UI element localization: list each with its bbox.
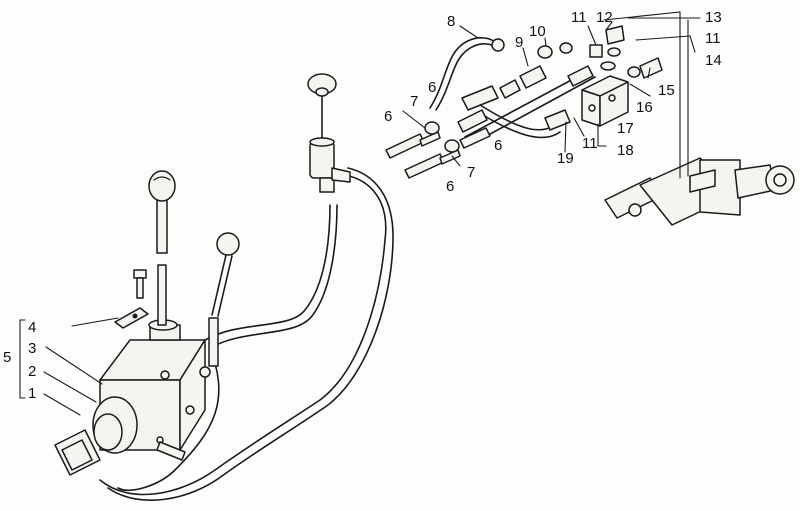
banjo-fittings-6 xyxy=(385,109,491,179)
callout-18: 18 xyxy=(617,142,634,159)
pipe-long xyxy=(464,69,596,146)
main-control-lever xyxy=(148,170,176,326)
callout-16: 16 xyxy=(636,99,653,116)
callout-8: 8 xyxy=(447,13,455,30)
drain-fitting xyxy=(156,441,186,461)
callout-6-lower: 6 xyxy=(446,178,454,195)
callout-4: 4 xyxy=(28,319,36,336)
cable-control-knob xyxy=(307,73,351,193)
callout-5: 5 xyxy=(3,349,11,366)
callout-6-upper: 6 xyxy=(428,79,436,96)
callout-6-left: 6 xyxy=(384,108,392,125)
return-hose xyxy=(99,167,394,501)
callout-6-mid: 6 xyxy=(494,137,502,154)
hydraulic-cylinder xyxy=(604,19,795,226)
callout-3: 3 xyxy=(28,340,36,357)
hose-fittings xyxy=(461,42,594,131)
callout-9: 9 xyxy=(515,34,523,51)
callout-labels: 4 5 3 2 1 8 9 10 11 12 13 11 14 15 16 17… xyxy=(3,9,722,402)
callout-14: 14 xyxy=(705,52,722,69)
pipe-8 xyxy=(429,37,505,111)
callout-13: 13 xyxy=(705,9,722,26)
callout-11-lower: 11 xyxy=(582,135,598,152)
callout-7-lower: 7 xyxy=(467,164,475,181)
pressure-hose xyxy=(117,204,338,492)
callout-11-right: 11 xyxy=(705,30,721,47)
flange-coupling xyxy=(54,396,138,476)
callout-2: 2 xyxy=(28,363,36,380)
callout-11-top: 11 xyxy=(571,9,587,26)
callout-17: 17 xyxy=(617,120,634,137)
secondary-lever xyxy=(199,232,240,378)
leader-lines xyxy=(19,11,701,416)
callout-15: 15 xyxy=(658,82,675,99)
callout-1: 1 xyxy=(28,385,36,402)
top-fittings xyxy=(589,25,663,79)
lock-washer xyxy=(114,307,149,329)
callout-10: 10 xyxy=(529,23,546,40)
bolt xyxy=(133,269,147,299)
callout-12: 12 xyxy=(596,9,613,26)
callout-7-upper: 7 xyxy=(410,93,418,110)
distributor-block xyxy=(581,75,629,127)
callout-19: 19 xyxy=(557,150,574,167)
